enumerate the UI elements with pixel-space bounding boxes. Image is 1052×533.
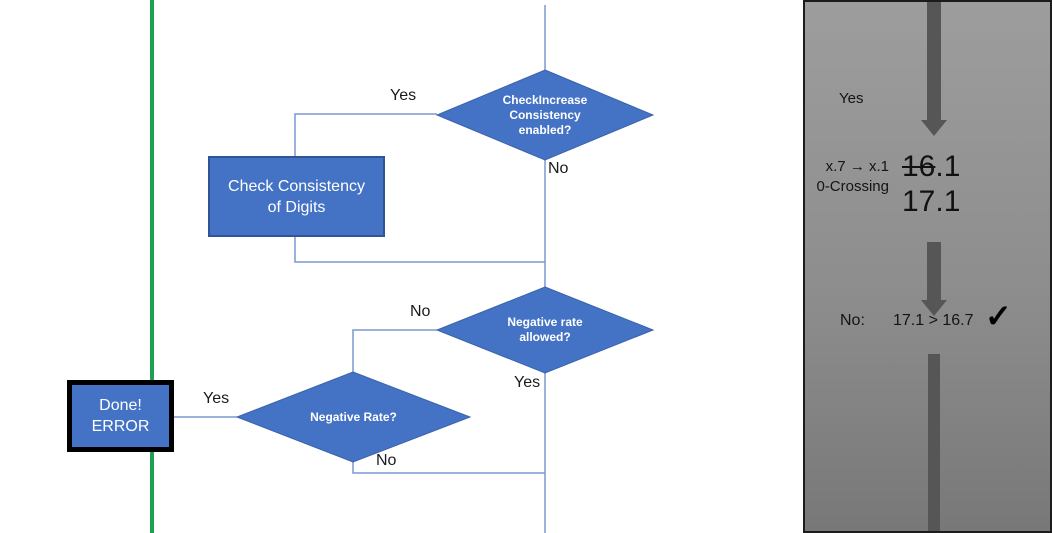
down-arrow-head-icon [921,300,947,316]
negative-rate-diamond-shape [235,371,472,463]
done-line: Done! [99,397,142,414]
panel-old-value-rest: .1 [935,150,961,183]
diamond-line: enabled? [518,122,572,137]
panel-values: 16.1 17.1 [902,149,960,219]
down-arrow-shaft-icon [928,354,940,531]
diamond-line: Consistency [509,107,581,122]
connector-no-branch-bottom [352,462,545,474]
panel-yes-label: Yes [839,90,864,107]
label-no-top: No [548,160,569,177]
panel-result-label: No: [840,312,865,329]
diamond-line: Negative rate [507,315,583,329]
connector-rect-output [294,237,545,263]
check-consistency-rect: Check Consistency of Digits [208,156,385,237]
panel-result-comparison: 17.1 > 16.7 [893,312,974,329]
label-yes-mid: Yes [514,374,541,391]
down-arrow-icon [927,2,941,120]
checkmark-icon: ✓ [985,298,1012,334]
green-vertical-line [150,0,154,533]
down-arrow-icon [927,242,941,300]
panel-note-line1: x.7 → x.1 [825,158,889,175]
rect-line: of Digits [267,198,326,216]
label-yes-top: Yes [390,87,417,104]
panel-new-value: 17.1 [902,185,961,218]
done-line: ERROR [91,418,150,435]
panel-note: x.7 → x.1 0-Crossing [805,157,889,197]
connector-yes-branch-top [294,113,437,156]
label-yes-done: Yes [203,390,230,407]
label-no-mid: No [410,303,431,320]
check-increase-diamond-shape [435,69,655,161]
check-increase-diamond-text: CheckIncrease Consistency enabled? [437,70,653,160]
diamond-line: allowed? [519,330,571,344]
panel-note-line2: 0-Crossing [816,178,889,195]
panel-old-value: 16.1 [902,149,960,184]
diamond-line: CheckIncrease [502,92,588,107]
negative-rate-allowed-diamond-shape [435,286,655,374]
annotation-panel: Yes x.7 → x.1 0-Crossing 16.1 17.1 No: 1… [803,0,1052,533]
panel-old-value-struck: 16 [902,150,936,183]
rect-line: Check Consistency [228,177,365,195]
diamond-line: Negative Rate? [310,409,397,424]
negative-rate-diamond-text: Negative Rate? [237,372,470,462]
down-arrow-head-icon [921,120,947,136]
label-no-bottom: No [376,452,397,469]
connector-no-branch-mid [352,329,437,372]
done-error-box: Done! ERROR [67,380,174,452]
negative-rate-allowed-diamond-text: Negative rate allowed? [437,287,653,373]
